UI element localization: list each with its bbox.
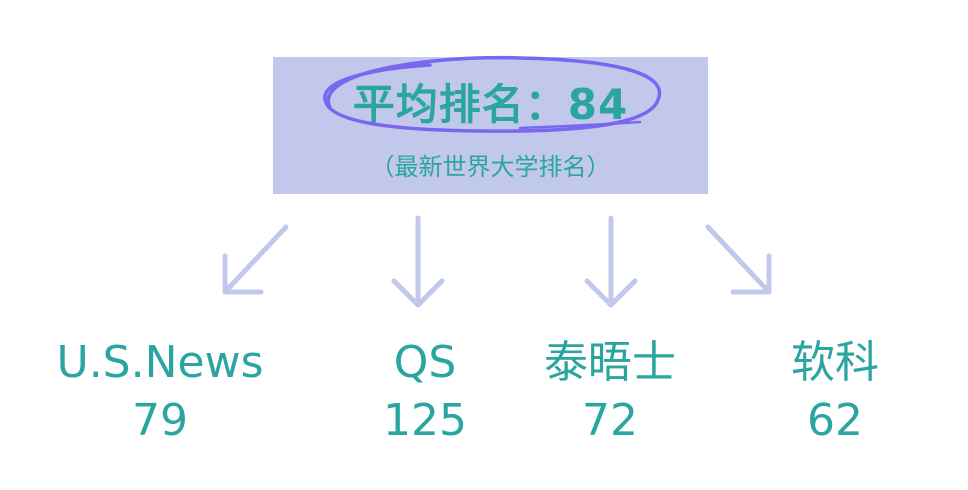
ranking-times: 泰晤士 72: [525, 333, 695, 449]
ranking-usnews: U.S.News 79: [40, 333, 280, 449]
ranking-value: 72: [582, 395, 638, 446]
ranking-name: U.S.News: [56, 337, 264, 388]
ranking-shanghai: 软科 62: [755, 333, 915, 449]
average-rank-title: 平均排名：84: [352, 80, 629, 129]
ranking-name: 泰晤士: [544, 337, 676, 388]
arrow-down-icon: [584, 215, 638, 308]
ranking-name: 软科: [791, 337, 879, 388]
ranking-value: 62: [807, 395, 863, 446]
average-rank-box: 平均排名：84 （最新世界大学排名）: [273, 57, 708, 194]
arrow-down-right-icon: [705, 224, 772, 295]
arrow-down-icon: [391, 215, 445, 308]
ranking-value: 79: [132, 395, 188, 446]
ranking-value: 125: [383, 395, 467, 446]
ranking-qs: QS 125: [345, 333, 505, 449]
arrow-down-left-icon: [222, 224, 289, 295]
average-rank-subtitle: （最新世界大学排名）: [370, 153, 611, 181]
ranking-name: QS: [393, 337, 457, 388]
